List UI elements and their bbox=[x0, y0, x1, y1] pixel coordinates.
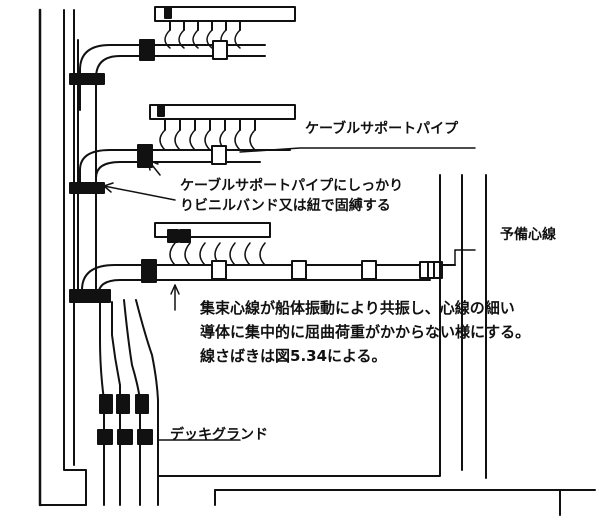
note-binding-instruction: ケーブルサポートパイプにしっかり りビニルバンド又は紐で固縛する bbox=[180, 176, 403, 216]
note-resonance-line-3: 線さばきは図5.34による。 bbox=[200, 347, 387, 365]
note-resonance-warning: 集束心線が船体振動により共振し、心線の細い 導体に集中的に屈曲荷重がかからない様… bbox=[200, 296, 530, 368]
label-cable-support-pipe: ケーブルサポートパイプ bbox=[305, 121, 459, 137]
note-binding-line-1: ケーブルサポートパイプにしっかり bbox=[180, 178, 404, 194]
label-spare-cores: 予備心線 bbox=[500, 227, 556, 243]
note-binding-line-2: りビニルバンド又は紐で固縛する bbox=[180, 198, 391, 214]
descending-cables bbox=[97, 299, 159, 506]
vertical-clamps bbox=[69, 73, 111, 303]
cable-run-lower bbox=[81, 242, 456, 297]
terminal-board-lower bbox=[154, 222, 271, 243]
deck-structure bbox=[157, 174, 596, 516]
label-deck-gland: デッキグランド bbox=[170, 427, 268, 443]
terminal-board-middle bbox=[149, 104, 296, 131]
cable-run-upper bbox=[79, 29, 266, 111]
terminal-board-upper bbox=[154, 6, 296, 31]
bulkhead-wall bbox=[38, 8, 87, 507]
cable-run-middle bbox=[79, 129, 291, 186]
note-resonance-line-1: 集束心線が船体振動により共振し、心線の細い bbox=[200, 299, 515, 317]
note-resonance-line-2: 導体に集中的に屈曲荷重がかからない様にする。 bbox=[200, 323, 531, 341]
leader-lines bbox=[103, 147, 476, 441]
